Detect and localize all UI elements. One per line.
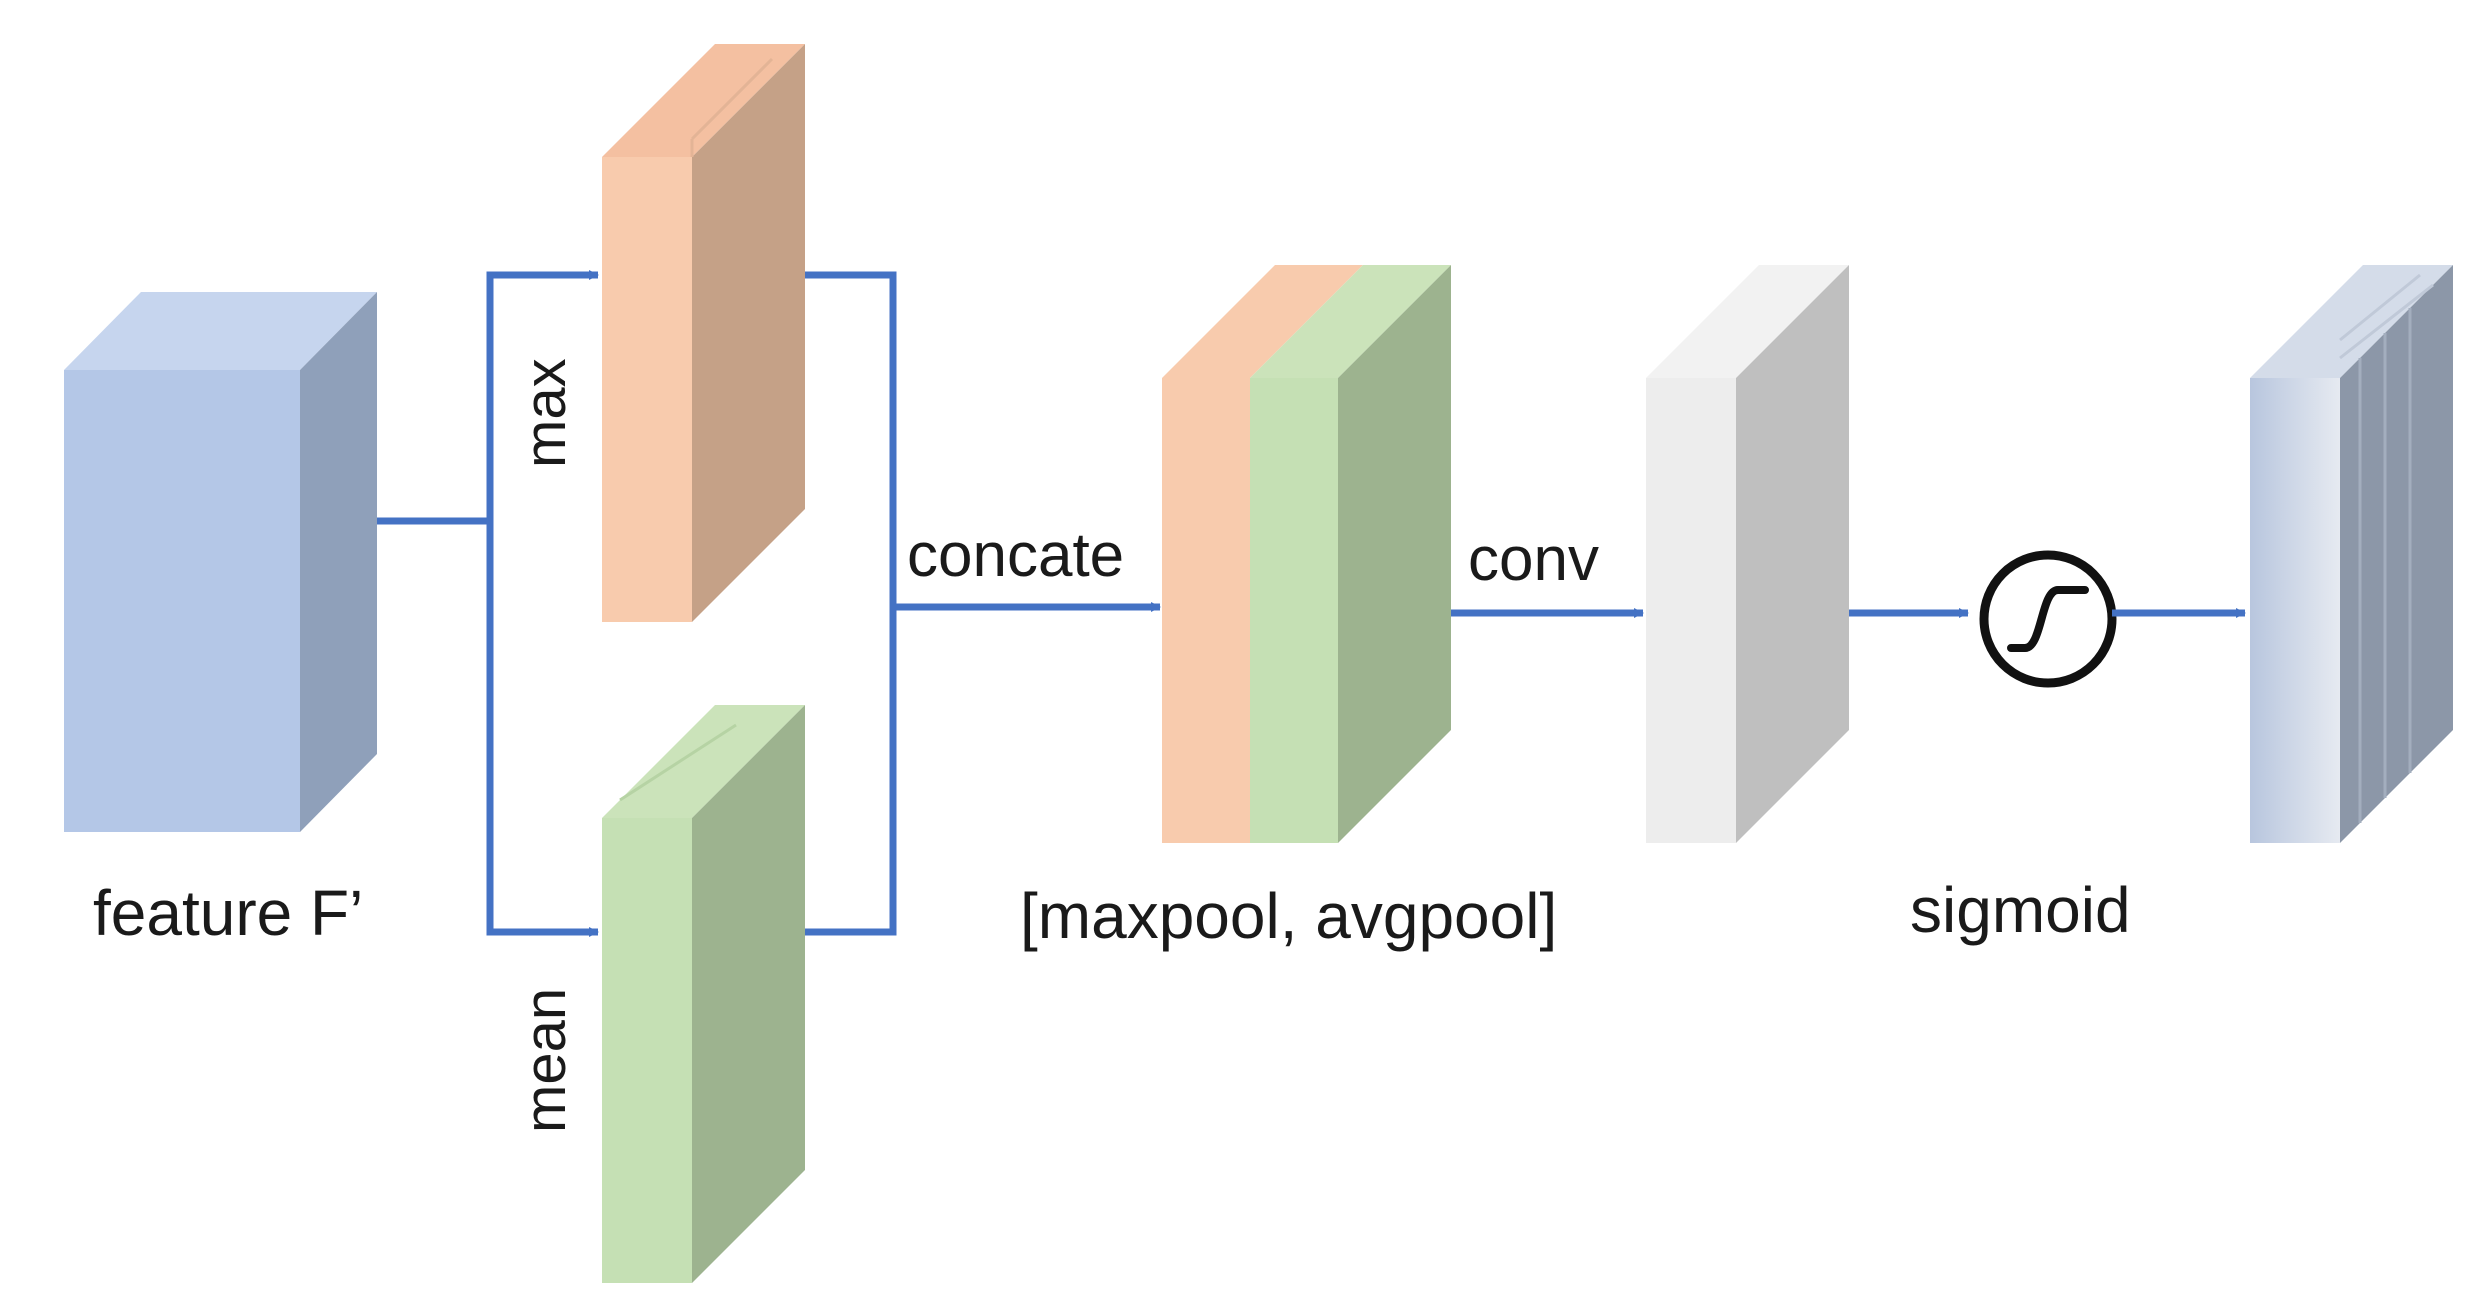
concat-block	[1162, 265, 1451, 843]
feature-label: feature F’	[93, 877, 363, 949]
merge-arrows	[805, 271, 1161, 936]
sigmoid-label: sigmoid	[1910, 874, 2131, 946]
output-block	[2250, 265, 2453, 843]
concat-result-label: [maxpool, avgpool]	[1020, 880, 1557, 952]
concate-label: concate	[907, 521, 1124, 590]
max-label: max	[513, 358, 578, 468]
mean-pool-block	[602, 705, 805, 1283]
conv-label: conv	[1468, 525, 1599, 594]
max-pool-block	[602, 44, 805, 622]
feature-block	[64, 292, 377, 832]
split-arrows	[377, 270, 599, 937]
mean-label: mean	[513, 988, 578, 1133]
sigmoid-curve-icon	[1979, 550, 2117, 688]
conv-block	[1646, 265, 1849, 843]
